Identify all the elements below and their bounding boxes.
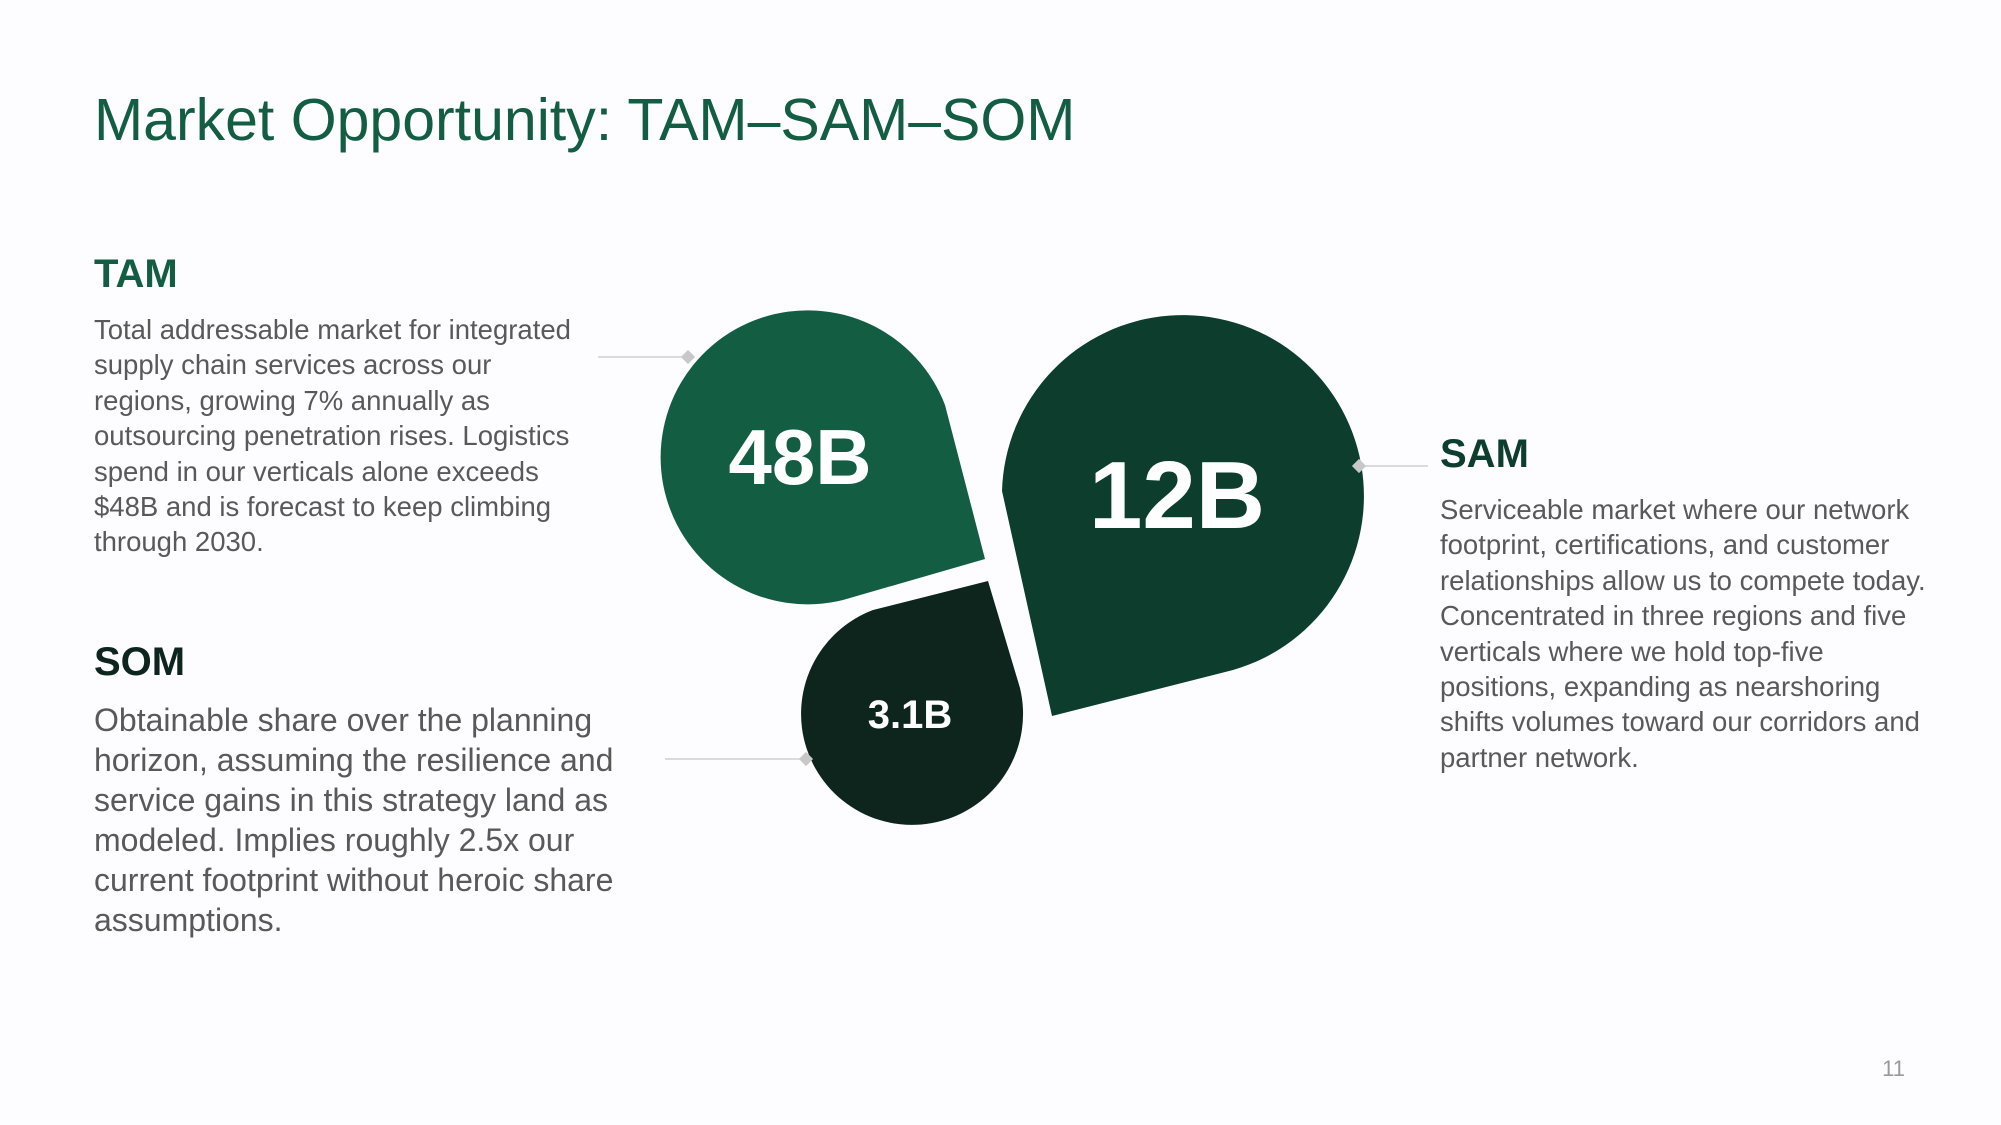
sam-value: 12B	[1089, 442, 1265, 549]
tam-description: Total addressable market for integrated …	[94, 314, 571, 558]
som-heading: SOM	[94, 640, 186, 684]
tam-connector	[598, 349, 696, 365]
sam-bubble	[1002, 315, 1364, 716]
som-bubble	[801, 581, 1024, 825]
page-number: 11	[1882, 1056, 1905, 1081]
slide-title: Market Opportunity: TAM–SAM–SOM	[94, 87, 1076, 153]
som-description: Obtainable share over the planning horiz…	[94, 702, 614, 938]
som-connector	[665, 751, 814, 767]
tam-value: 48B	[728, 413, 871, 501]
sam-description: Serviceable market where our network foo…	[1440, 494, 1926, 773]
tam-heading: TAM	[94, 252, 178, 296]
som-value: 3.1B	[868, 693, 953, 737]
sam-connector	[1351, 458, 1428, 474]
tam-bubble	[660, 310, 985, 605]
sam-heading: SAM	[1440, 432, 1529, 476]
